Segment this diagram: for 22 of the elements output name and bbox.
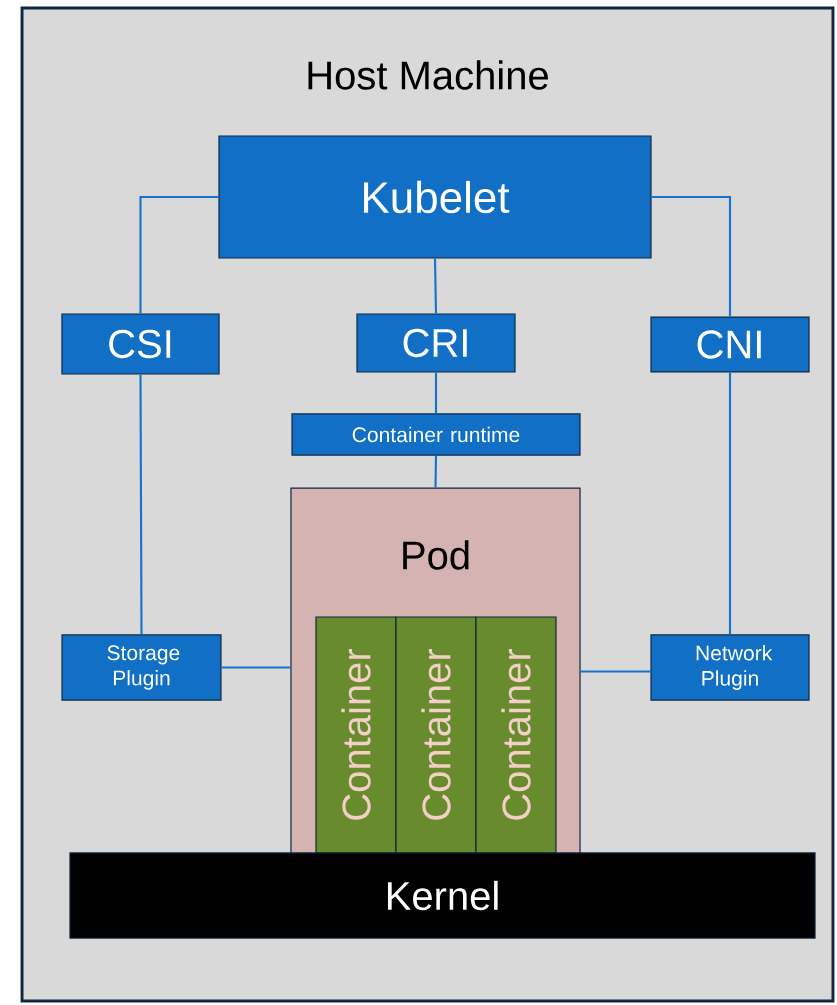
- connector-line: [139, 374, 143, 635]
- component-box: CNI: [650, 316, 810, 373]
- container-box: Container: [315, 616, 397, 854]
- heading: Pod: [403, 540, 469, 570]
- connector-line: [651, 195, 732, 317]
- connector-line: [434, 455, 438, 488]
- component-box: CSI: [61, 313, 220, 375]
- connector-line: [580, 670, 651, 673]
- connector-line: [221, 666, 291, 669]
- kernel-bar: Kernel: [69, 852, 816, 939]
- connector-line: [434, 372, 438, 414]
- component-box: Kubelet: [218, 135, 652, 259]
- heading: Host Machine: [308, 60, 548, 90]
- connector-line: [728, 372, 732, 635]
- container-box: Container: [475, 616, 557, 854]
- component-box: Container runtime: [291, 413, 581, 456]
- connector-line: [139, 195, 219, 314]
- connector-line: [433, 258, 438, 314]
- component-box: CRI: [356, 313, 516, 373]
- container-box: Container: [395, 616, 477, 854]
- component-box: Storage Plugin: [61, 634, 222, 701]
- component-box: Network Plugin: [650, 634, 810, 701]
